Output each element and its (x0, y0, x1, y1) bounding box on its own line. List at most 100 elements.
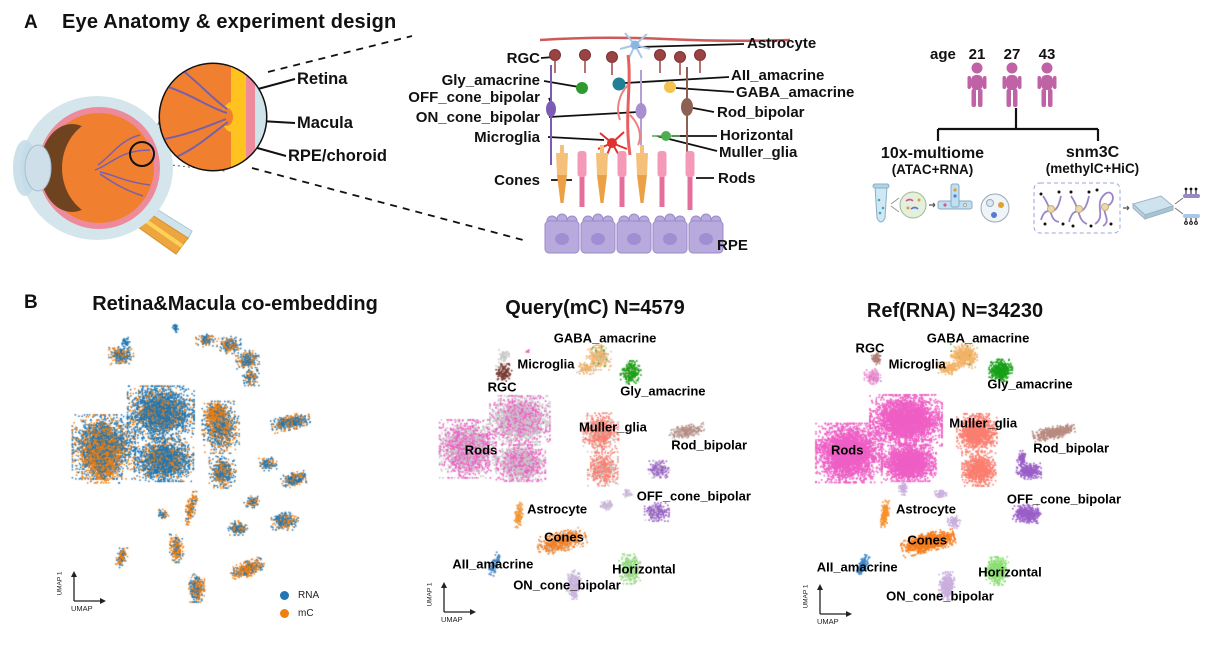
x-axis-label: UMAP (71, 604, 93, 613)
ref-title: Ref(RNA) N=34230 (866, 300, 1044, 322)
label-gly-amacrine: Gly_amacrine (441, 72, 540, 89)
rgc-cells (549, 49, 706, 75)
label-astrocyte: Astrocyte (747, 35, 817, 52)
y-axis-label: UMAP 1 (426, 582, 434, 607)
umap-coembedding-plot: UMAP 1 UMAP RNA mC (55, 322, 425, 627)
umap-axis-widget: UMAP 1 UMAP (57, 567, 116, 619)
umap-coembedding-canvas (55, 322, 425, 627)
label-rgc: RGC (506, 50, 540, 67)
donor-person-icons (967, 62, 1057, 107)
method-snm3c-name: snm3C (1065, 144, 1120, 161)
age-value-43: 43 (1038, 46, 1056, 63)
legend-row-rna: RNA (280, 586, 319, 604)
10x-multiome-workflow-icons (872, 183, 1010, 223)
umap-query-canvas (430, 328, 770, 623)
person-icon (967, 62, 987, 107)
rod-bipolar-cell (681, 67, 693, 165)
umap-axis-widget: UMAP 1 UMAP (802, 580, 862, 632)
magnifier-source-circle (129, 141, 155, 167)
cluster-label-ON_cone_bipolar: ON_cone_bipolar (886, 588, 994, 604)
age-value-27: 27 (1003, 46, 1021, 63)
person-icon (1002, 62, 1022, 107)
cluster-label-RGC: RGC (855, 340, 885, 356)
snm3c-workflow-icons (1033, 182, 1200, 234)
off-cone-bipolar-cell (546, 65, 556, 165)
cluster-label-Astrocyte: Astrocyte (527, 501, 588, 517)
horizontal-cell (652, 131, 680, 141)
mc-legend-label: mC (298, 607, 314, 619)
y-axis-label: UMAP 1 (802, 584, 810, 609)
cluster-label-Rod_bipolar: Rod_bipolar (1033, 440, 1110, 456)
nucleosomes (1047, 203, 1109, 213)
rod-photoreceptors (577, 151, 695, 210)
experiment-bracket (936, 108, 1100, 141)
cluster-label-ON_cone_bipolar: ON_cone_bipolar (513, 577, 621, 593)
droplet-icon (980, 193, 1010, 223)
cluster-label-Microglia: Microglia (517, 356, 575, 372)
cluster-label-AII_amacrine: AII_amacrine (816, 559, 898, 575)
label-retina: Retina (297, 70, 348, 88)
cluster-label-Muller_glia: Muller_glia (949, 415, 1018, 431)
gly-amacrine-cell (576, 82, 588, 94)
microfluidic-chip-icon (937, 183, 973, 210)
label-cones: Cones (494, 172, 540, 189)
astrocyte-cell (619, 32, 651, 59)
nerve-fiber-layer (540, 36, 791, 43)
cell-icon (899, 191, 927, 219)
panel-a-title: Eye Anatomy & experiment design (62, 11, 397, 33)
umap-ref-canvas (800, 328, 1200, 623)
legend-row-mc: mC (280, 604, 319, 622)
cluster-label-Gly_amacrine: Gly_amacrine (987, 376, 1073, 392)
method-10x-name: 10x-multiome (880, 145, 985, 162)
coembedding-title: Retina&Macula co-embedding (92, 293, 378, 315)
label-muller-glia: Muller_glia (719, 144, 798, 161)
cluster-label-Astrocyte: Astrocyte (896, 501, 956, 517)
cluster-label-AII_amacrine: AII_amacrine (452, 556, 534, 572)
label-macula: Macula (297, 114, 353, 132)
coembedding-legend: RNA mC (280, 586, 319, 622)
aii-amacrine-cell (612, 77, 626, 91)
rpe-cells (544, 213, 724, 254)
methyl-marks (1039, 188, 1113, 228)
cluster-label-Rods: Rods (830, 442, 864, 458)
age-label: age (930, 46, 956, 63)
method-10x-detail: (ATAC+RNA) (891, 162, 974, 177)
label-rpe: RPE (717, 237, 748, 254)
person-icon (1037, 62, 1057, 107)
retina-inset-circle (158, 62, 268, 172)
rna-legend-label: RNA (298, 589, 320, 601)
label-rpe-choroid: RPE/choroid (288, 147, 388, 165)
eye-anatomy-illustration (13, 96, 193, 255)
umap-axis-widget: UMAP 1 UMAP (426, 578, 486, 630)
nucleus-box (1033, 182, 1121, 234)
inset-rpe-band (246, 64, 255, 170)
x-axis-label: UMAP (817, 617, 839, 626)
cluster-label-GABA_amacrine: GABA_amacrine (553, 330, 657, 346)
cluster-label-OFF_cone_bipolar: OFF_cone_bipolar (1006, 491, 1122, 507)
cone-photoreceptors (556, 145, 648, 203)
sequencing-reads-icon (1183, 187, 1200, 225)
label-aii-amacrine: AII_amacrine (731, 67, 825, 84)
label-microglia: Microglia (474, 129, 540, 146)
cluster-label-RGC: RGC (487, 379, 517, 395)
panel-b-letter: B (24, 292, 38, 313)
cluster-label-Horizontal: Horizontal (612, 561, 676, 577)
label-rods: Rods (718, 170, 756, 187)
tube-icon (872, 183, 890, 223)
label-horizontal: Horizontal (720, 127, 794, 144)
cluster-label-Gly_amacrine: Gly_amacrine (620, 383, 706, 399)
muller-glia-cell (617, 54, 641, 156)
plate-icon (1132, 195, 1175, 221)
panel-a-letter: A (24, 12, 38, 33)
label-on-cone-bipolar: ON_cone_bipolar (415, 109, 540, 126)
label-gaba-amacrine: GABA_amacrine (736, 84, 855, 101)
cluster-label-OFF_cone_bipolar: OFF_cone_bipolar (636, 488, 751, 504)
age-value-21: 21 (968, 46, 986, 63)
cluster-label-Rods: Rods (464, 442, 498, 458)
lens (24, 144, 52, 192)
mc-legend-dot (280, 608, 289, 618)
query-title: Query(mC) N=4579 (505, 297, 685, 319)
label-off-cone-bipolar: OFF_cone_bipolar (408, 89, 540, 106)
